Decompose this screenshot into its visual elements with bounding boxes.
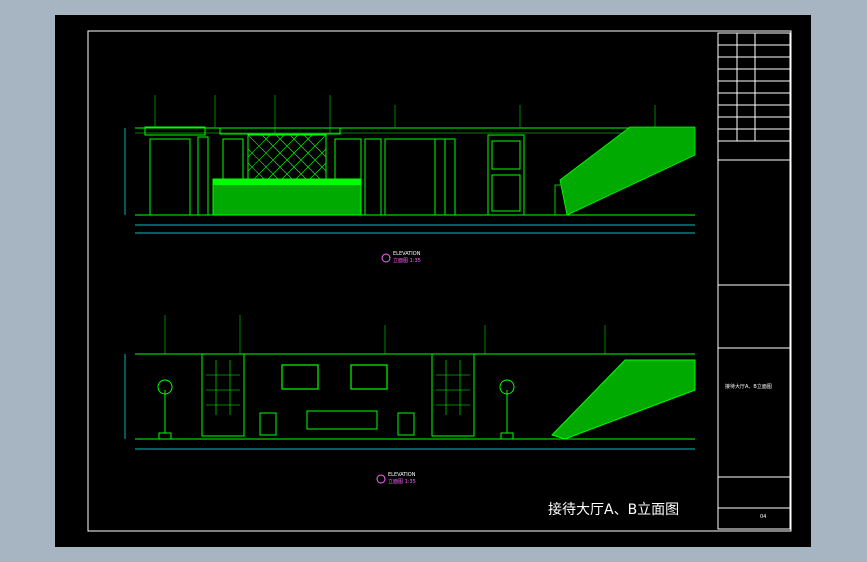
elevation-b [124, 315, 696, 450]
title-block-name: 接待大厅A、B立面图 [725, 383, 772, 390]
elevation-a-sub: 立面图 1:35 [393, 257, 421, 264]
drawing-title: 接待大厅A、B立面图 [548, 501, 679, 518]
title-block-sheet-no: 04 [760, 514, 766, 520]
elevation-a-label: ELEVATION [393, 251, 421, 257]
drawing-sheet: 接待大厅A、B立面图 04 [55, 15, 811, 547]
elevation-b-label: ELEVATION [388, 472, 416, 478]
cad-drawing: 接待大厅A、B立面图 04 [87, 30, 792, 532]
elevation-b-sub: 立面图 1:35 [388, 478, 416, 485]
drawing-border [87, 30, 792, 532]
elevation-a [124, 95, 696, 234]
title-block [717, 32, 791, 530]
